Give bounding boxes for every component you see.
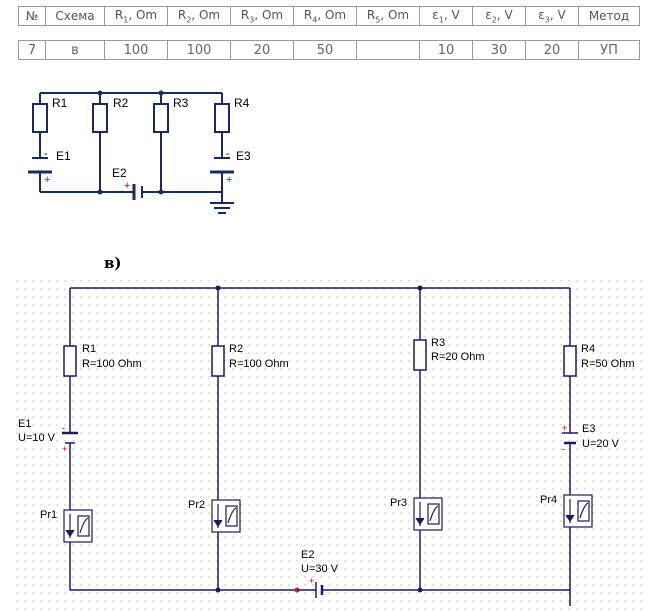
sim-e3-minus: - xyxy=(562,444,565,454)
header-r1: R1, Om xyxy=(104,6,168,26)
label-r4: R4 xyxy=(234,96,250,110)
schematic-wires xyxy=(39,92,223,203)
ammeter-pr2 xyxy=(211,499,241,533)
ammeter-pr4 xyxy=(563,494,593,528)
header-scheme: Схема xyxy=(45,6,105,26)
sim-r1-name: R1 xyxy=(82,343,96,355)
sim-r3-value: R=20 Ohm xyxy=(431,351,485,363)
e1-minus: - xyxy=(44,148,48,160)
sim-e2-name: E2 xyxy=(301,549,314,561)
label-e3: E3 xyxy=(236,149,251,163)
variant-label: в) xyxy=(104,254,122,272)
sim-e1-value: U=10 V xyxy=(18,432,56,444)
sim-e2-plus: + xyxy=(309,576,314,586)
e1-plus: + xyxy=(44,174,50,186)
sim-battery-e2 xyxy=(297,582,335,598)
label-r2: R2 xyxy=(113,96,129,110)
label-e1: E1 xyxy=(56,149,71,163)
ground-icon xyxy=(210,202,234,214)
table-row: 7 в 100 100 20 50 10 30 20 УП xyxy=(18,40,640,60)
cell-e2: 30 xyxy=(472,40,526,60)
cell-method: УП xyxy=(578,40,640,60)
sim-resistor-r1 xyxy=(63,345,77,377)
cell-r3: 20 xyxy=(230,40,294,60)
header-r4: R4, Om xyxy=(293,6,357,26)
e2-plus: + xyxy=(124,180,130,192)
ammeter-pr3 xyxy=(413,497,443,531)
header-e2: ε2, V xyxy=(472,6,526,26)
header-number: № xyxy=(18,6,46,26)
battery-e1 xyxy=(28,157,52,174)
sim-e2-value: U=30 V xyxy=(301,563,339,575)
header-r3: R3, Om xyxy=(230,6,294,26)
header-e1: ε1, V xyxy=(419,6,473,26)
cell-e1: 10 xyxy=(419,40,473,60)
sim-r3-name: R3 xyxy=(431,337,445,349)
label-r1: R1 xyxy=(52,96,68,110)
battery-e2 xyxy=(132,184,148,200)
sim-junctions xyxy=(215,285,423,593)
label-e2: E2 xyxy=(112,166,127,180)
cell-r1: 100 xyxy=(104,40,168,60)
cell-scheme: в xyxy=(45,40,105,60)
sim-e1-minus: - xyxy=(62,423,65,433)
sim-pr1-label: Pr1 xyxy=(40,509,57,521)
sim-r4-name: R4 xyxy=(581,343,595,355)
e3-plus: + xyxy=(226,174,232,186)
ammeter-pr1 xyxy=(63,509,93,543)
cell-r4: 50 xyxy=(293,40,357,60)
cell-number: 7 xyxy=(18,40,46,60)
sim-resistor-r2 xyxy=(211,345,225,377)
parameters-table: № Схема R1, Om R2, Om R3, Om R4, Om R5, … xyxy=(18,6,640,60)
cell-r2: 100 xyxy=(167,40,231,60)
sim-r2-name: R2 xyxy=(229,343,243,355)
sim-battery-e3 xyxy=(562,432,578,445)
sim-e3-plus: + xyxy=(562,423,567,433)
sim-e1-name: E1 xyxy=(18,418,31,430)
header-r2: R2, Om xyxy=(167,6,231,26)
battery-e3 xyxy=(210,157,234,174)
header-r5: R5, Om xyxy=(356,6,420,26)
sim-r4-value: R=50 Ohm xyxy=(581,358,635,370)
sim-resistor-r4 xyxy=(563,345,577,377)
sim-e3-name: E3 xyxy=(582,423,595,435)
e3-minus: - xyxy=(226,148,230,160)
resistor-r2 xyxy=(92,103,108,133)
label-r3: R3 xyxy=(173,96,189,110)
table-header-row: № Схема R1, Om R2, Om R3, Om R4, Om R5, … xyxy=(18,6,640,26)
sim-battery-e1 xyxy=(62,431,78,444)
sim-r2-value: R=100 Ohm xyxy=(229,358,289,370)
cell-e3: 20 xyxy=(525,40,579,60)
header-e3: ε3, V xyxy=(525,6,579,26)
resistor-r1 xyxy=(32,103,48,133)
sim-wires xyxy=(69,287,571,606)
simulation-grid xyxy=(16,278,646,611)
sim-pr2-label: Pr2 xyxy=(188,499,205,511)
sim-resistor-r3 xyxy=(413,339,427,371)
sim-e1-plus: + xyxy=(62,444,67,454)
cell-r5 xyxy=(356,40,420,60)
resistor-r3 xyxy=(153,103,169,133)
sim-pr3-label: Pr3 xyxy=(390,497,407,509)
header-method: Метод xyxy=(578,6,640,26)
sim-e3-value: U=20 V xyxy=(582,438,620,450)
resistor-r4 xyxy=(214,103,230,133)
sim-pr4-label: Pr4 xyxy=(540,494,557,506)
schematic-junctions xyxy=(97,90,164,195)
sim-r1-value: R=100 Ohm xyxy=(82,358,142,370)
